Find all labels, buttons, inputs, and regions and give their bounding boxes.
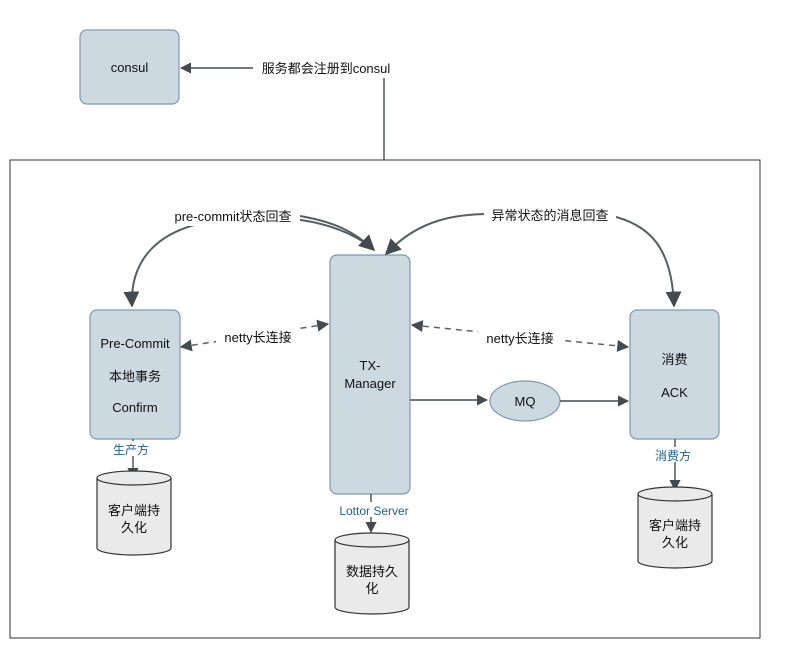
- producer-label-2: 本地事务: [109, 369, 161, 384]
- mq-label: MQ: [515, 394, 536, 409]
- consul-node: consul: [79, 29, 180, 105]
- producer-role-bg: [107, 441, 155, 456]
- consumer-node: 消费 ACK: [629, 309, 720, 440]
- register-label-bg: [253, 59, 400, 78]
- server-db: 数据持久 化: [334, 532, 410, 615]
- server-db-label-2: 化: [365, 581, 378, 596]
- netty-right-edge: [410, 320, 630, 352]
- netty-left-label-bg: [216, 328, 300, 346]
- producer-label-3: Confirm: [112, 400, 158, 415]
- producer-db: 客户端持 久化: [96, 470, 172, 556]
- register-label: 服务都会注册到consul: [262, 61, 391, 76]
- exception-check-right-edge: [611, 215, 682, 308]
- producer-db-label-2: 久化: [121, 520, 147, 535]
- consul-label: consul: [111, 60, 149, 75]
- netty-left-edge: [179, 319, 330, 352]
- netty-left-label: netty长连接: [224, 330, 291, 345]
- precommit-check-up-edge: [299, 215, 376, 252]
- register-edge: [179, 62, 385, 160]
- producer-db-label-1: 客户端持: [108, 503, 160, 518]
- precommit-check-label: pre-commit状态回查: [174, 209, 291, 224]
- netty-right-label-bg: [478, 329, 562, 347]
- tx-manager-node: TX- Manager: [329, 254, 411, 495]
- producer-role-label: 生产方: [113, 442, 149, 457]
- consumer-db-label-2: 久化: [662, 535, 688, 550]
- mq-node: MQ: [489, 380, 561, 422]
- server-role-bg: [330, 502, 418, 517]
- netty-right-label: netty长连接: [486, 331, 553, 346]
- consumer-label-1: 消费: [661, 352, 687, 367]
- exception-label-bg: [484, 205, 616, 225]
- consumer-db-label-1: 客户端持: [649, 518, 701, 533]
- server-db-label-1: 数据持久: [346, 564, 398, 579]
- precommit-label-bg: [170, 206, 300, 226]
- exception-check-left-head: [384, 238, 402, 256]
- tx-manager-label-1: TX-: [360, 358, 381, 373]
- tx-manager-label-2: Manager: [344, 376, 396, 391]
- consumer-role-label: 消费方: [655, 448, 691, 463]
- exception-check-label: 异常状态的消息回查: [491, 208, 608, 223]
- exception-check-left-edge: [389, 213, 491, 251]
- system-boundary: [9, 159, 761, 639]
- consumer-db: 客户端持 久化: [637, 486, 713, 569]
- producer-node: Pre-Commit 本地事务 Confirm: [89, 309, 181, 440]
- producer-label-1: Pre-Commit: [100, 336, 170, 351]
- consumer-label-2: ACK: [661, 385, 688, 400]
- server-role-label: Lottor Server: [339, 504, 408, 518]
- consumer-role-bg: [650, 447, 698, 462]
